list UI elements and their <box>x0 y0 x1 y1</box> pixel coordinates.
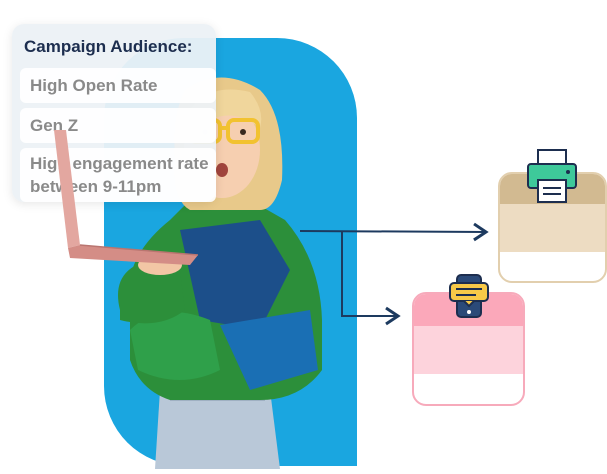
chat-device-icon <box>448 273 490 319</box>
campaign-audience-card: Campaign Audience: High Open Rate Gen Z … <box>12 24 216 202</box>
campaign-audience-title: Campaign Audience: <box>24 37 193 56</box>
audience-item-gen-z: Gen Z <box>20 108 216 143</box>
printer-icon <box>526 148 578 204</box>
woman-with-laptop-illustration <box>60 70 350 469</box>
audience-item-open-rate: High Open Rate <box>20 68 216 103</box>
laptop-illustration <box>40 130 205 270</box>
